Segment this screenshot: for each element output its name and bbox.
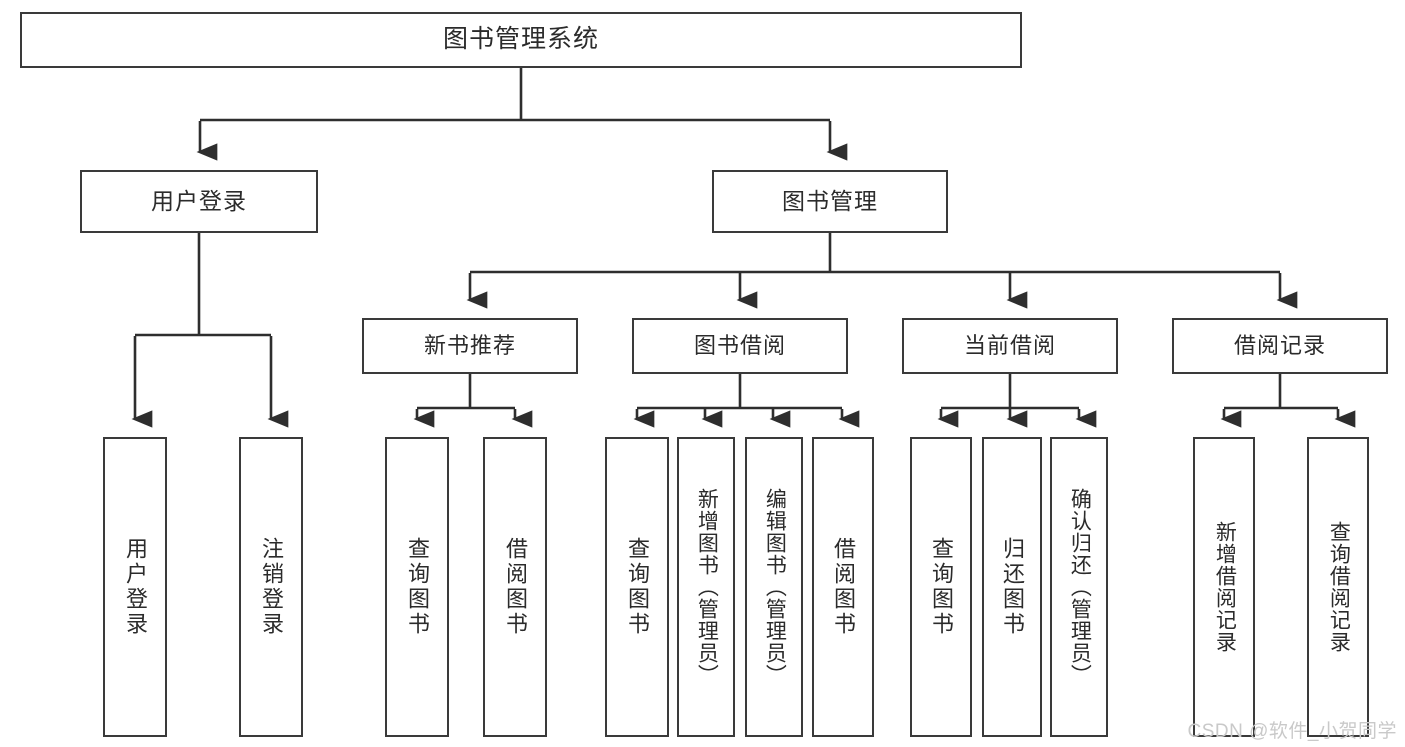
leaf-label: 新增借阅记录 <box>1213 521 1237 653</box>
leaf-label: 注销登录 <box>258 537 284 637</box>
leaf-label: 借阅图书 <box>502 537 528 637</box>
leaf-label: 归还图书 <box>999 537 1025 637</box>
node-label: 借阅记录 <box>1233 333 1326 359</box>
node-root-system[interactable]: 图书管理系统 <box>20 12 1022 68</box>
leaf-query-borrow-record[interactable]: 查询借阅记录 <box>1307 437 1369 737</box>
node-borrow-records[interactable]: 借阅记录 <box>1172 318 1388 374</box>
leaf-borrow-books-recommend[interactable]: 借阅图书 <box>483 437 547 737</box>
node-label: 图书借阅 <box>693 333 786 359</box>
node-book-borrow[interactable]: 图书借阅 <box>632 318 848 374</box>
leaf-confirm-return-admin[interactable]: 确认归还（管理员） <box>1050 437 1108 737</box>
leaf-query-books-borrow[interactable]: 查询图书 <box>605 437 669 737</box>
leaf-label: 新增图书（管理员） <box>695 488 719 686</box>
leaf-label: 借阅图书 <box>830 537 856 637</box>
node-label: 图书管理系统 <box>442 25 599 54</box>
leaf-return-books[interactable]: 归还图书 <box>982 437 1042 737</box>
leaf-add-book-admin[interactable]: 新增图书（管理员） <box>677 437 735 737</box>
leaf-query-books-recommend[interactable]: 查询图书 <box>385 437 449 737</box>
leaf-label: 确认归还（管理员） <box>1068 488 1092 686</box>
node-label: 新书推荐 <box>423 333 516 359</box>
node-new-book-recommend[interactable]: 新书推荐 <box>362 318 578 374</box>
node-label: 当前借阅 <box>963 333 1056 359</box>
leaf-user-login[interactable]: 用户登录 <box>103 437 167 737</box>
leaf-label: 查询借阅记录 <box>1327 521 1351 653</box>
leaf-logout[interactable]: 注销登录 <box>239 437 303 737</box>
leaf-label: 查询图书 <box>624 537 650 637</box>
leaf-label: 查询图书 <box>928 537 954 637</box>
node-user-login[interactable]: 用户登录 <box>80 170 318 233</box>
leaf-label: 编辑图书（管理员） <box>763 488 787 686</box>
node-book-management[interactable]: 图书管理 <box>712 170 948 233</box>
leaf-query-books-current[interactable]: 查询图书 <box>910 437 972 737</box>
leaf-label: 用户登录 <box>122 537 148 637</box>
csdn-watermark: CSDN @软件_小贺同学 <box>1187 721 1397 742</box>
leaf-borrow-books[interactable]: 借阅图书 <box>812 437 874 737</box>
node-label: 用户登录 <box>151 188 247 215</box>
leaf-add-borrow-record[interactable]: 新增借阅记录 <box>1193 437 1255 737</box>
leaf-edit-book-admin[interactable]: 编辑图书（管理员） <box>745 437 803 737</box>
leaf-label: 查询图书 <box>404 537 430 637</box>
node-label: 图书管理 <box>782 188 878 215</box>
node-current-borrow[interactable]: 当前借阅 <box>902 318 1118 374</box>
